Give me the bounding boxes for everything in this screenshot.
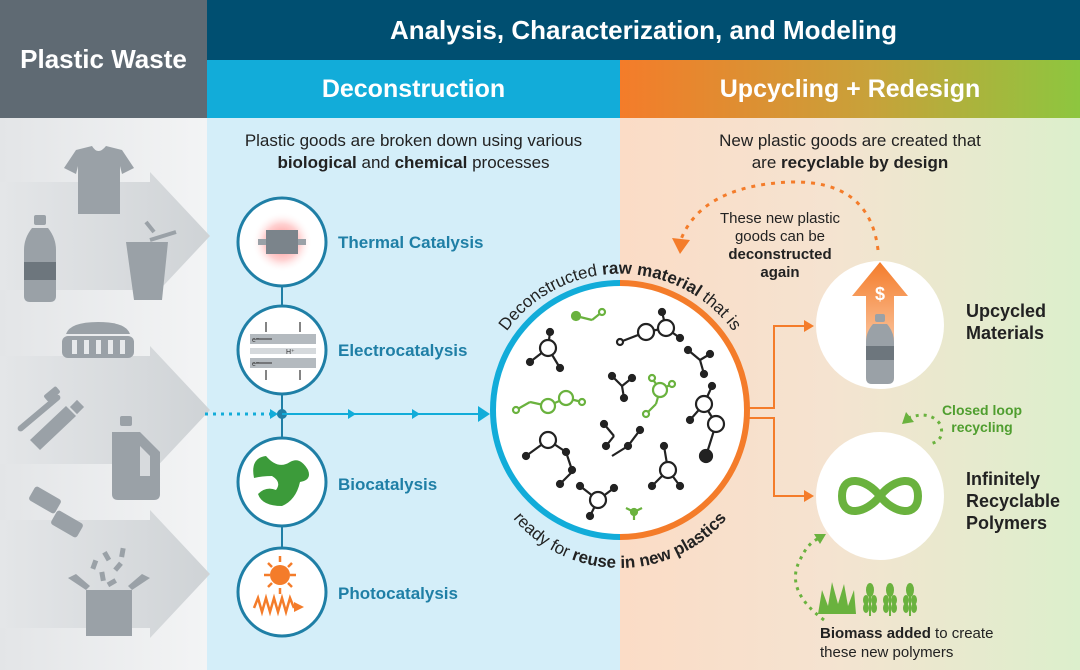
upcycled-materials-node: $ bbox=[816, 261, 944, 389]
dollar-sign: $ bbox=[875, 284, 885, 304]
infinite-line2: Recyclable bbox=[966, 491, 1061, 511]
deconstruction-description: Plastic goods are broken down using vari… bbox=[207, 130, 620, 174]
biomass-bold: Biomass added bbox=[820, 625, 931, 642]
wrapper-icon bbox=[29, 486, 83, 538]
loop-back-text: These new plastic goods can be deconstru… bbox=[700, 210, 860, 282]
waste-arrow-3 bbox=[0, 510, 210, 638]
top-header-title: Analysis, Characterization, and Modeling bbox=[389, 14, 898, 45]
photocatalysis-label: Photocatalysis bbox=[338, 584, 458, 603]
infinity-icon bbox=[837, 477, 923, 515]
biomass-label: Biomass added to create these new polyme… bbox=[820, 624, 993, 662]
desc-processes: processes bbox=[467, 153, 550, 172]
biomass-line2: these new polymers bbox=[820, 644, 954, 661]
thermal-catalysis-icon bbox=[252, 212, 312, 272]
electro-h-label: H⁺ bbox=[286, 349, 295, 356]
bottle-icon bbox=[24, 215, 56, 302]
deconstruction-desc-line1: Plastic goods are broken down using vari… bbox=[244, 131, 583, 150]
waste-items bbox=[17, 146, 177, 636]
infinite-line3: Polymers bbox=[966, 513, 1048, 533]
deconstruction-title: Deconstruction bbox=[321, 74, 506, 103]
upcycled-line1: Upcycled bbox=[966, 301, 1047, 321]
upcycling-description: New plastic goods are created that are r… bbox=[650, 130, 1050, 174]
electro-e2-label: e⁻ bbox=[252, 361, 260, 368]
closed-loop-line2: recycling bbox=[951, 419, 1013, 435]
upcycling-desc-line2: are recyclable by design bbox=[650, 152, 1050, 174]
infinite-line1: Infinitely bbox=[966, 469, 1041, 489]
cup-icon bbox=[126, 220, 177, 300]
plastic-waste-title: Plastic Waste bbox=[20, 43, 187, 74]
biocatalysis-icon bbox=[253, 456, 309, 506]
biomass-arrow bbox=[794, 536, 825, 622]
output-connector bbox=[747, 325, 806, 497]
upcycled-bottle-icon bbox=[866, 314, 894, 384]
closed-loop-line1: Closed loop bbox=[941, 402, 1023, 418]
upcycling-desc-line1: New plastic goods are created that bbox=[719, 131, 981, 150]
jug-icon bbox=[112, 416, 160, 500]
grass-icon bbox=[818, 582, 856, 614]
closed-loop-arrowhead bbox=[902, 412, 914, 424]
arrow-to-upcycled bbox=[804, 320, 814, 332]
desc-chemical: chemical bbox=[394, 153, 468, 172]
biomass-arrowhead bbox=[814, 534, 826, 544]
upcycling-title: Upcycling + Redesign bbox=[719, 74, 981, 103]
box-icon bbox=[68, 547, 150, 636]
upcycled-line2: Materials bbox=[966, 323, 1045, 343]
infinite-polymers-label: Infinitely Recyclable Polymers bbox=[966, 468, 1060, 534]
loop-back-arrow bbox=[678, 180, 880, 251]
biomass-post: to create bbox=[930, 625, 994, 642]
biocatalysis-node bbox=[236, 436, 328, 528]
photocatalysis-icon bbox=[252, 556, 304, 617]
flow-arrow bbox=[205, 406, 490, 422]
electrocatalysis-node: e⁻ e⁻ H⁺ bbox=[236, 304, 328, 396]
plastic-waste-header: Plastic Waste bbox=[0, 0, 207, 118]
closed-loop-arrow bbox=[907, 413, 944, 446]
upcycling-desc-pre: are bbox=[751, 153, 782, 172]
upcycling-desc-bold: recyclable by design bbox=[781, 153, 949, 172]
infinite-polymers-node bbox=[816, 432, 944, 560]
upcycling-header: Upcycling + Redesign bbox=[620, 60, 1080, 118]
top-header-bar: Analysis, Characterization, and Modeling bbox=[207, 0, 1080, 60]
deconstruction-header: Deconstruction bbox=[207, 60, 620, 118]
biocatalysis-label: Biocatalysis bbox=[338, 475, 438, 494]
t-shirt-icon bbox=[64, 146, 134, 214]
loop-bold2: again bbox=[760, 264, 800, 281]
toothbrush-icon bbox=[17, 386, 61, 432]
desc-biological: biological bbox=[277, 153, 357, 172]
biomass-line1: Biomass added to create bbox=[820, 624, 993, 643]
desc-and: and bbox=[356, 153, 395, 172]
loop-line1: These new plastic bbox=[719, 210, 841, 227]
deconstruction-desc-line2: biological and chemical processes bbox=[207, 152, 620, 174]
electrocatalysis-icon: e⁻ e⁻ H⁺ bbox=[250, 322, 316, 380]
waste-arrow-2 bbox=[0, 346, 210, 474]
electrocatalysis-label: Electrocatalysis bbox=[338, 341, 468, 360]
loop-bold1: deconstructed bbox=[728, 246, 832, 263]
wheat-icon bbox=[863, 583, 917, 616]
photocatalysis-node bbox=[236, 546, 328, 638]
clamshell-icon bbox=[62, 322, 134, 358]
thermal-catalysis-node bbox=[236, 196, 328, 288]
arrow-to-infinite bbox=[804, 490, 814, 502]
loop-back-arrowhead bbox=[672, 238, 690, 254]
electro-e1-label: e⁻ bbox=[252, 337, 260, 344]
molecules-icon bbox=[511, 307, 726, 521]
tube-icon bbox=[30, 399, 85, 450]
loop-line2: goods can be bbox=[734, 228, 826, 245]
thermal-catalysis-label: Thermal Catalysis bbox=[338, 233, 484, 252]
closed-loop-label: Closed loop recycling bbox=[940, 402, 1024, 436]
upcycled-materials-label: Upcycled Materials bbox=[966, 300, 1046, 344]
